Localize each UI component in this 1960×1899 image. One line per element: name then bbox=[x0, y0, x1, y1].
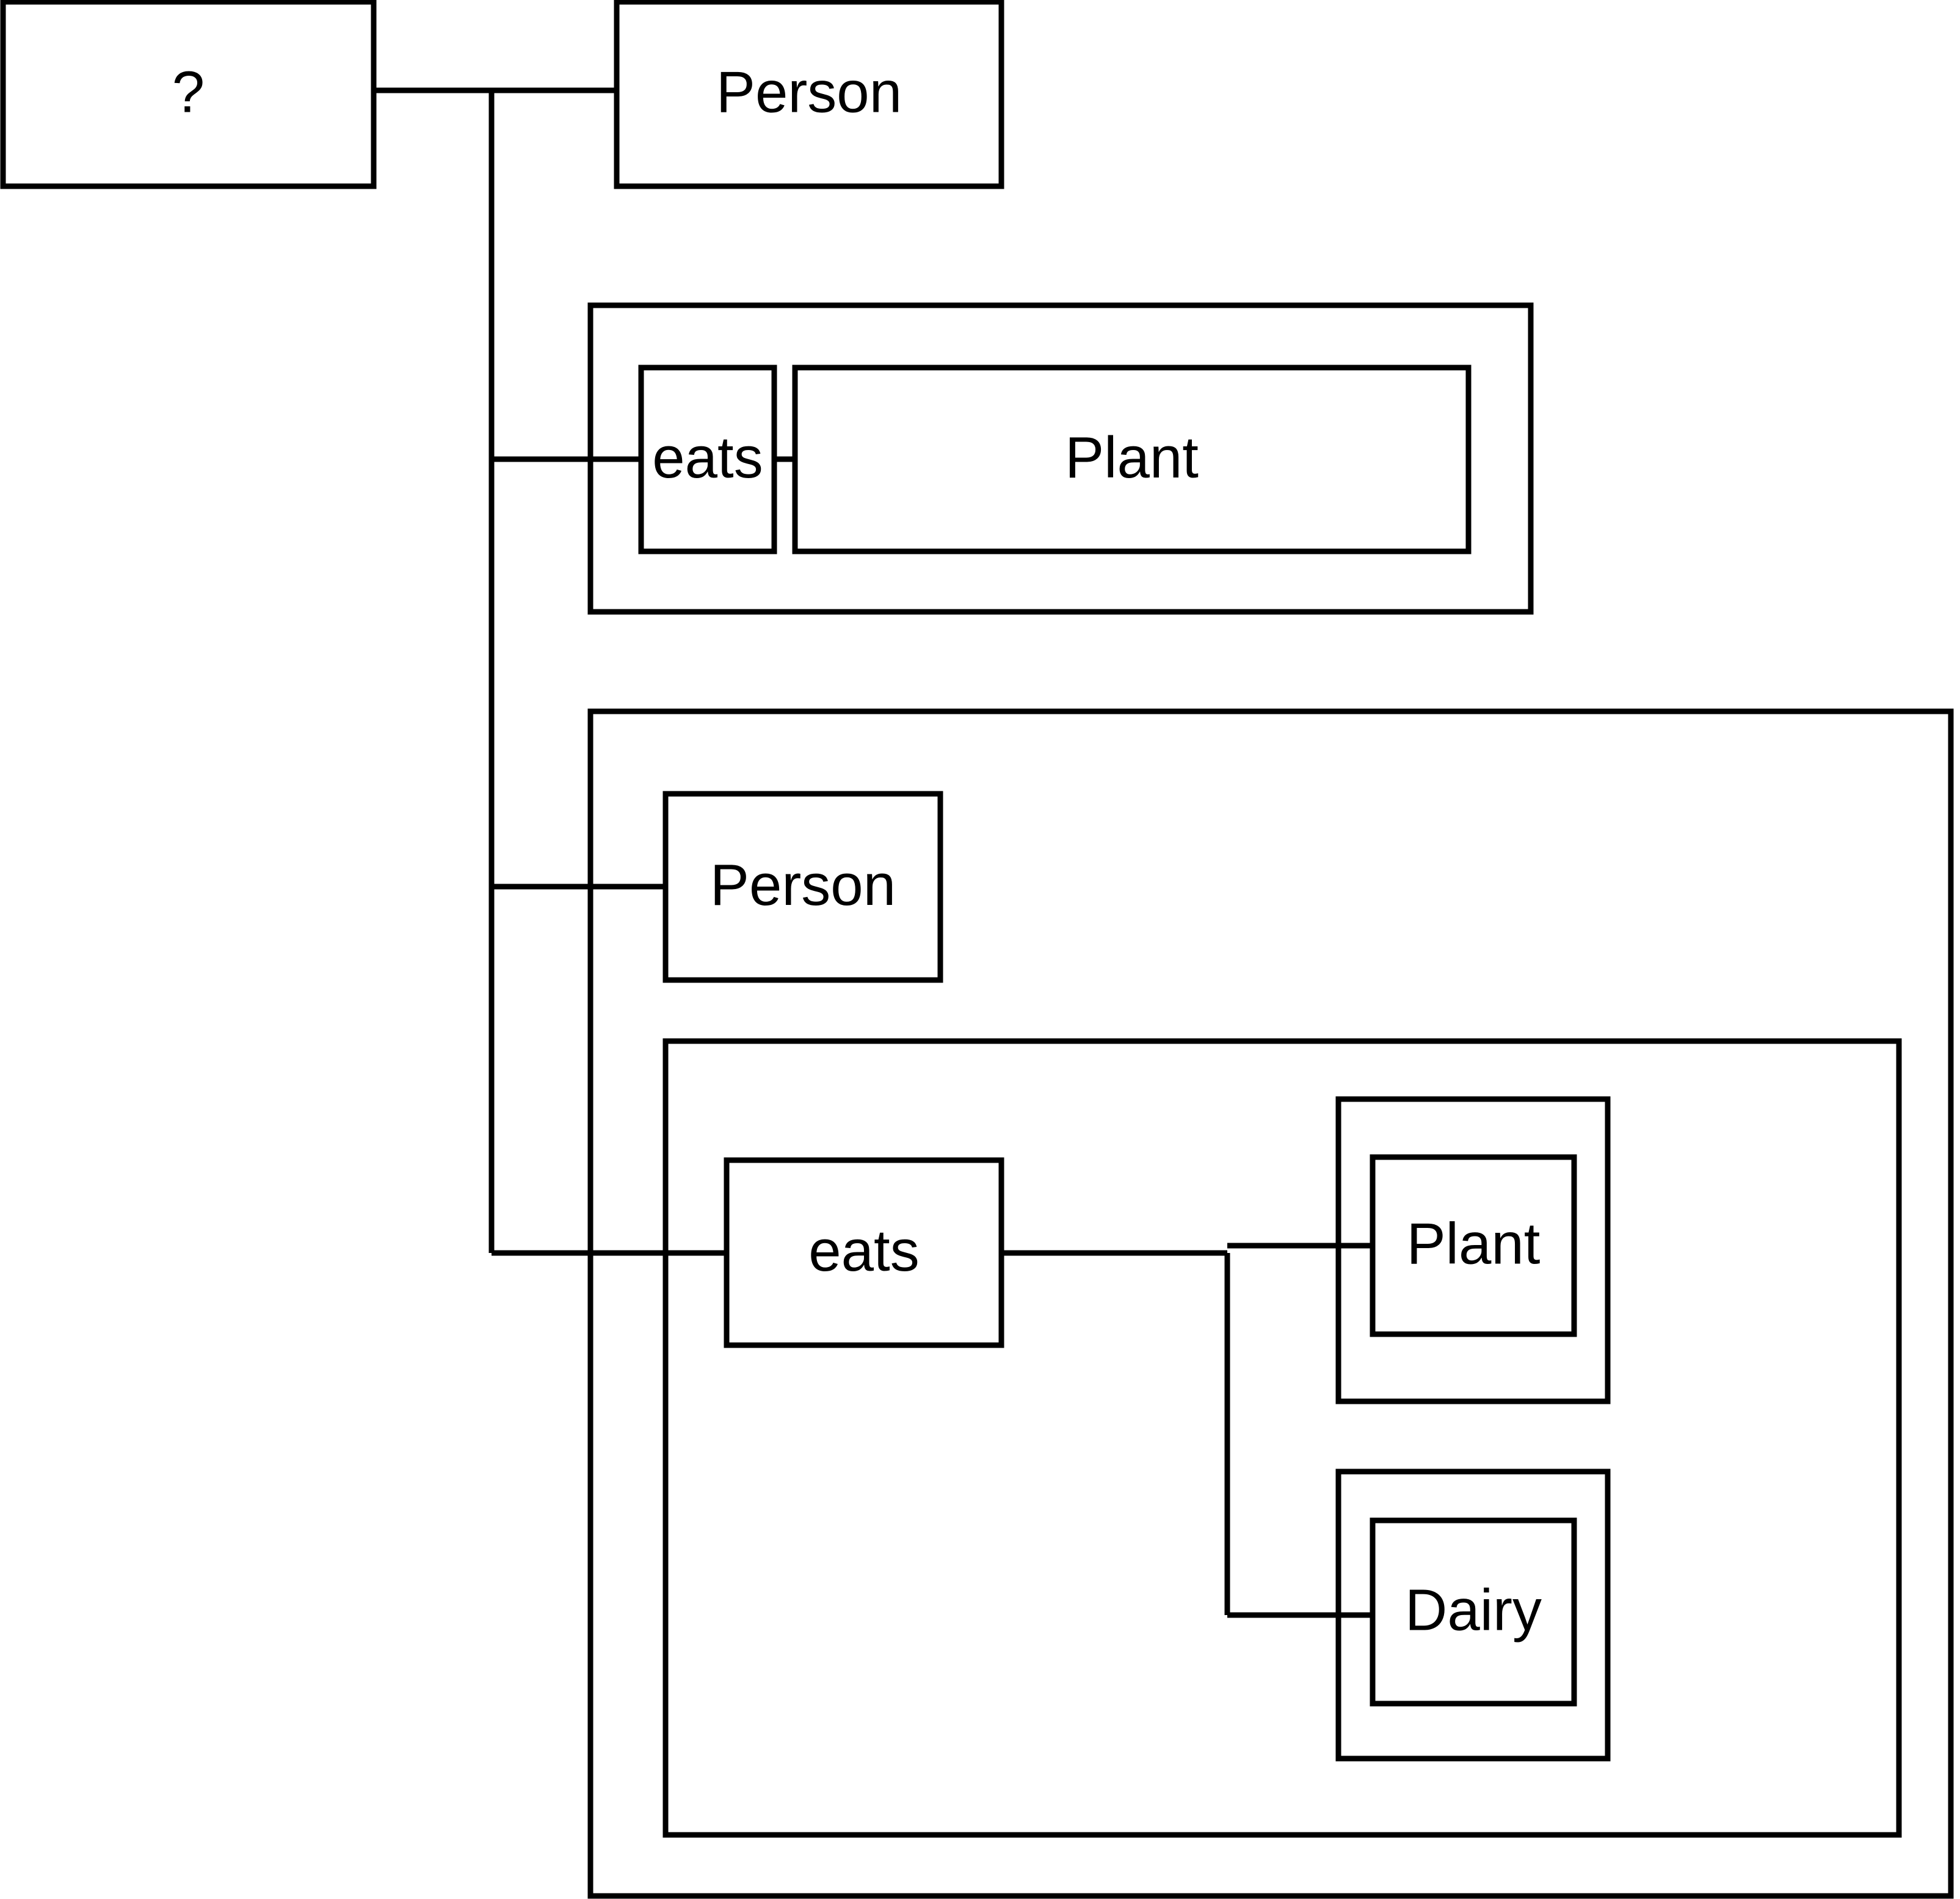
node-plant-bottom-rect[interactable] bbox=[1370, 1154, 1577, 1337]
node-root-rect[interactable] bbox=[0, 0, 377, 189]
node-plant-top-label: Plant bbox=[1065, 425, 1199, 490]
node-eats-bottom[interactable]: eats bbox=[724, 1157, 1004, 1348]
node-person-bottom[interactable]: Person bbox=[662, 791, 943, 983]
node-plant-bottom-label: Plant bbox=[1407, 1211, 1541, 1276]
node-person-top[interactable]: Person bbox=[614, 0, 1004, 189]
group-eats-plant[interactable] bbox=[587, 302, 1534, 615]
node-eats-bottom-label: eats bbox=[808, 1218, 919, 1284]
connector-eats-split bbox=[1001, 1250, 1230, 1615]
node-plant-top[interactable]: Plant bbox=[792, 365, 1472, 554]
node-eats-top-label: eats bbox=[652, 425, 763, 490]
group-eats-targets[interactable] bbox=[662, 1038, 1902, 1838]
node-person-top-label: Person bbox=[716, 59, 902, 125]
node-person-bottom-label: Person bbox=[710, 852, 896, 918]
node-root-label: ? bbox=[172, 59, 205, 125]
node-eats-bottom-rect[interactable] bbox=[724, 1157, 1004, 1348]
node-dairy-bottom-rect[interactable] bbox=[1370, 1517, 1577, 1707]
node-dairy-bottom-label: Dairy bbox=[1405, 1577, 1542, 1643]
node-plant-top-rect[interactable] bbox=[792, 365, 1472, 554]
node-plant-bottom[interactable]: Plant bbox=[1370, 1154, 1577, 1337]
node-eats-top[interactable]: eats bbox=[638, 365, 777, 554]
node-eats-top-rect[interactable] bbox=[638, 365, 777, 554]
node-root[interactable]: ? bbox=[0, 0, 377, 189]
group-plant[interactable] bbox=[1335, 1096, 1611, 1404]
node-dairy-bottom[interactable]: Dairy bbox=[1370, 1517, 1577, 1707]
node-person-bottom-rect[interactable] bbox=[662, 791, 943, 983]
group-person-eats[interactable] bbox=[587, 708, 1954, 1899]
group-dairy[interactable] bbox=[1335, 1469, 1611, 1762]
connector-lines bbox=[374, 87, 1373, 1618]
node-person-top-rect[interactable] bbox=[614, 0, 1004, 189]
